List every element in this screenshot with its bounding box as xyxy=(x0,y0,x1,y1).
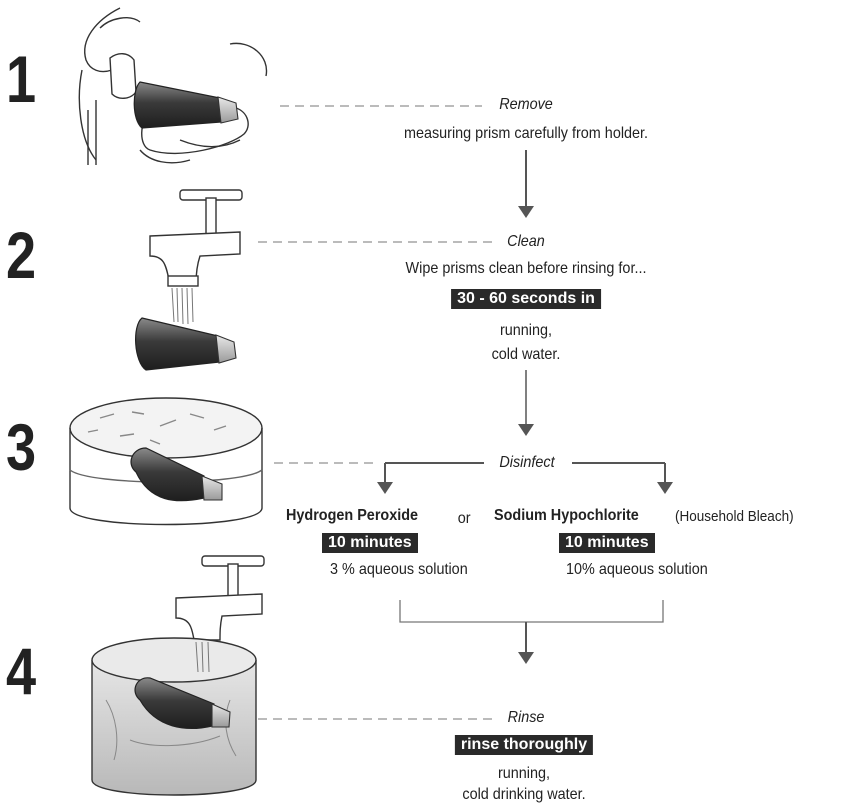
step2-line-2: cold water. xyxy=(491,346,561,363)
rinse-faucet-icon xyxy=(175,555,265,641)
step4-line-1: running, xyxy=(497,765,551,782)
options-connector: or xyxy=(457,510,471,527)
step4-title: Rinse xyxy=(507,709,545,726)
flow-arrows xyxy=(377,150,673,664)
option2-note: (Household Bleach) xyxy=(675,508,794,525)
disinfection-dish-icon xyxy=(69,397,263,526)
leader-lines xyxy=(258,105,498,720)
hand-holding-prism-icon xyxy=(78,7,268,165)
prism-step4-icon xyxy=(134,677,231,729)
step1-description: measuring prism carefully from holder. xyxy=(403,125,649,142)
option1-time: 10 minutes xyxy=(322,533,418,553)
option2-solution: 10% aqueous solution xyxy=(566,561,708,578)
step2-line-1: running, xyxy=(499,322,553,339)
option2-name: Sodium Hypochlorite xyxy=(494,507,639,524)
prism-step2-icon xyxy=(135,317,237,371)
step-number-4: 4 xyxy=(6,634,37,708)
option2-time: 10 minutes xyxy=(559,533,655,553)
rinse-container-icon xyxy=(91,637,257,796)
prism-step3-icon xyxy=(130,447,223,502)
step4-highlight: rinse thoroughly xyxy=(454,735,594,755)
step2-intro: Wipe prisms clean before rinsing for... xyxy=(405,260,647,277)
step4-line-2: cold drinking water. xyxy=(462,786,586,803)
option1-name: Hydrogen Peroxide xyxy=(286,507,419,524)
step2-highlight: 30 - 60 seconds in xyxy=(451,289,601,309)
step-number-1: 1 xyxy=(6,42,37,116)
running-water-icon xyxy=(171,287,194,325)
step-number-2: 2 xyxy=(6,218,37,292)
step-number-3: 3 xyxy=(6,410,37,484)
faucet-icon xyxy=(149,189,243,287)
option1-solution: 3 % aqueous solution xyxy=(330,561,468,578)
step2-title: Clean xyxy=(507,233,545,250)
prism-step1-icon xyxy=(133,81,239,129)
step1-title: Remove xyxy=(499,96,553,113)
step3-title: Disinfect xyxy=(499,454,555,471)
